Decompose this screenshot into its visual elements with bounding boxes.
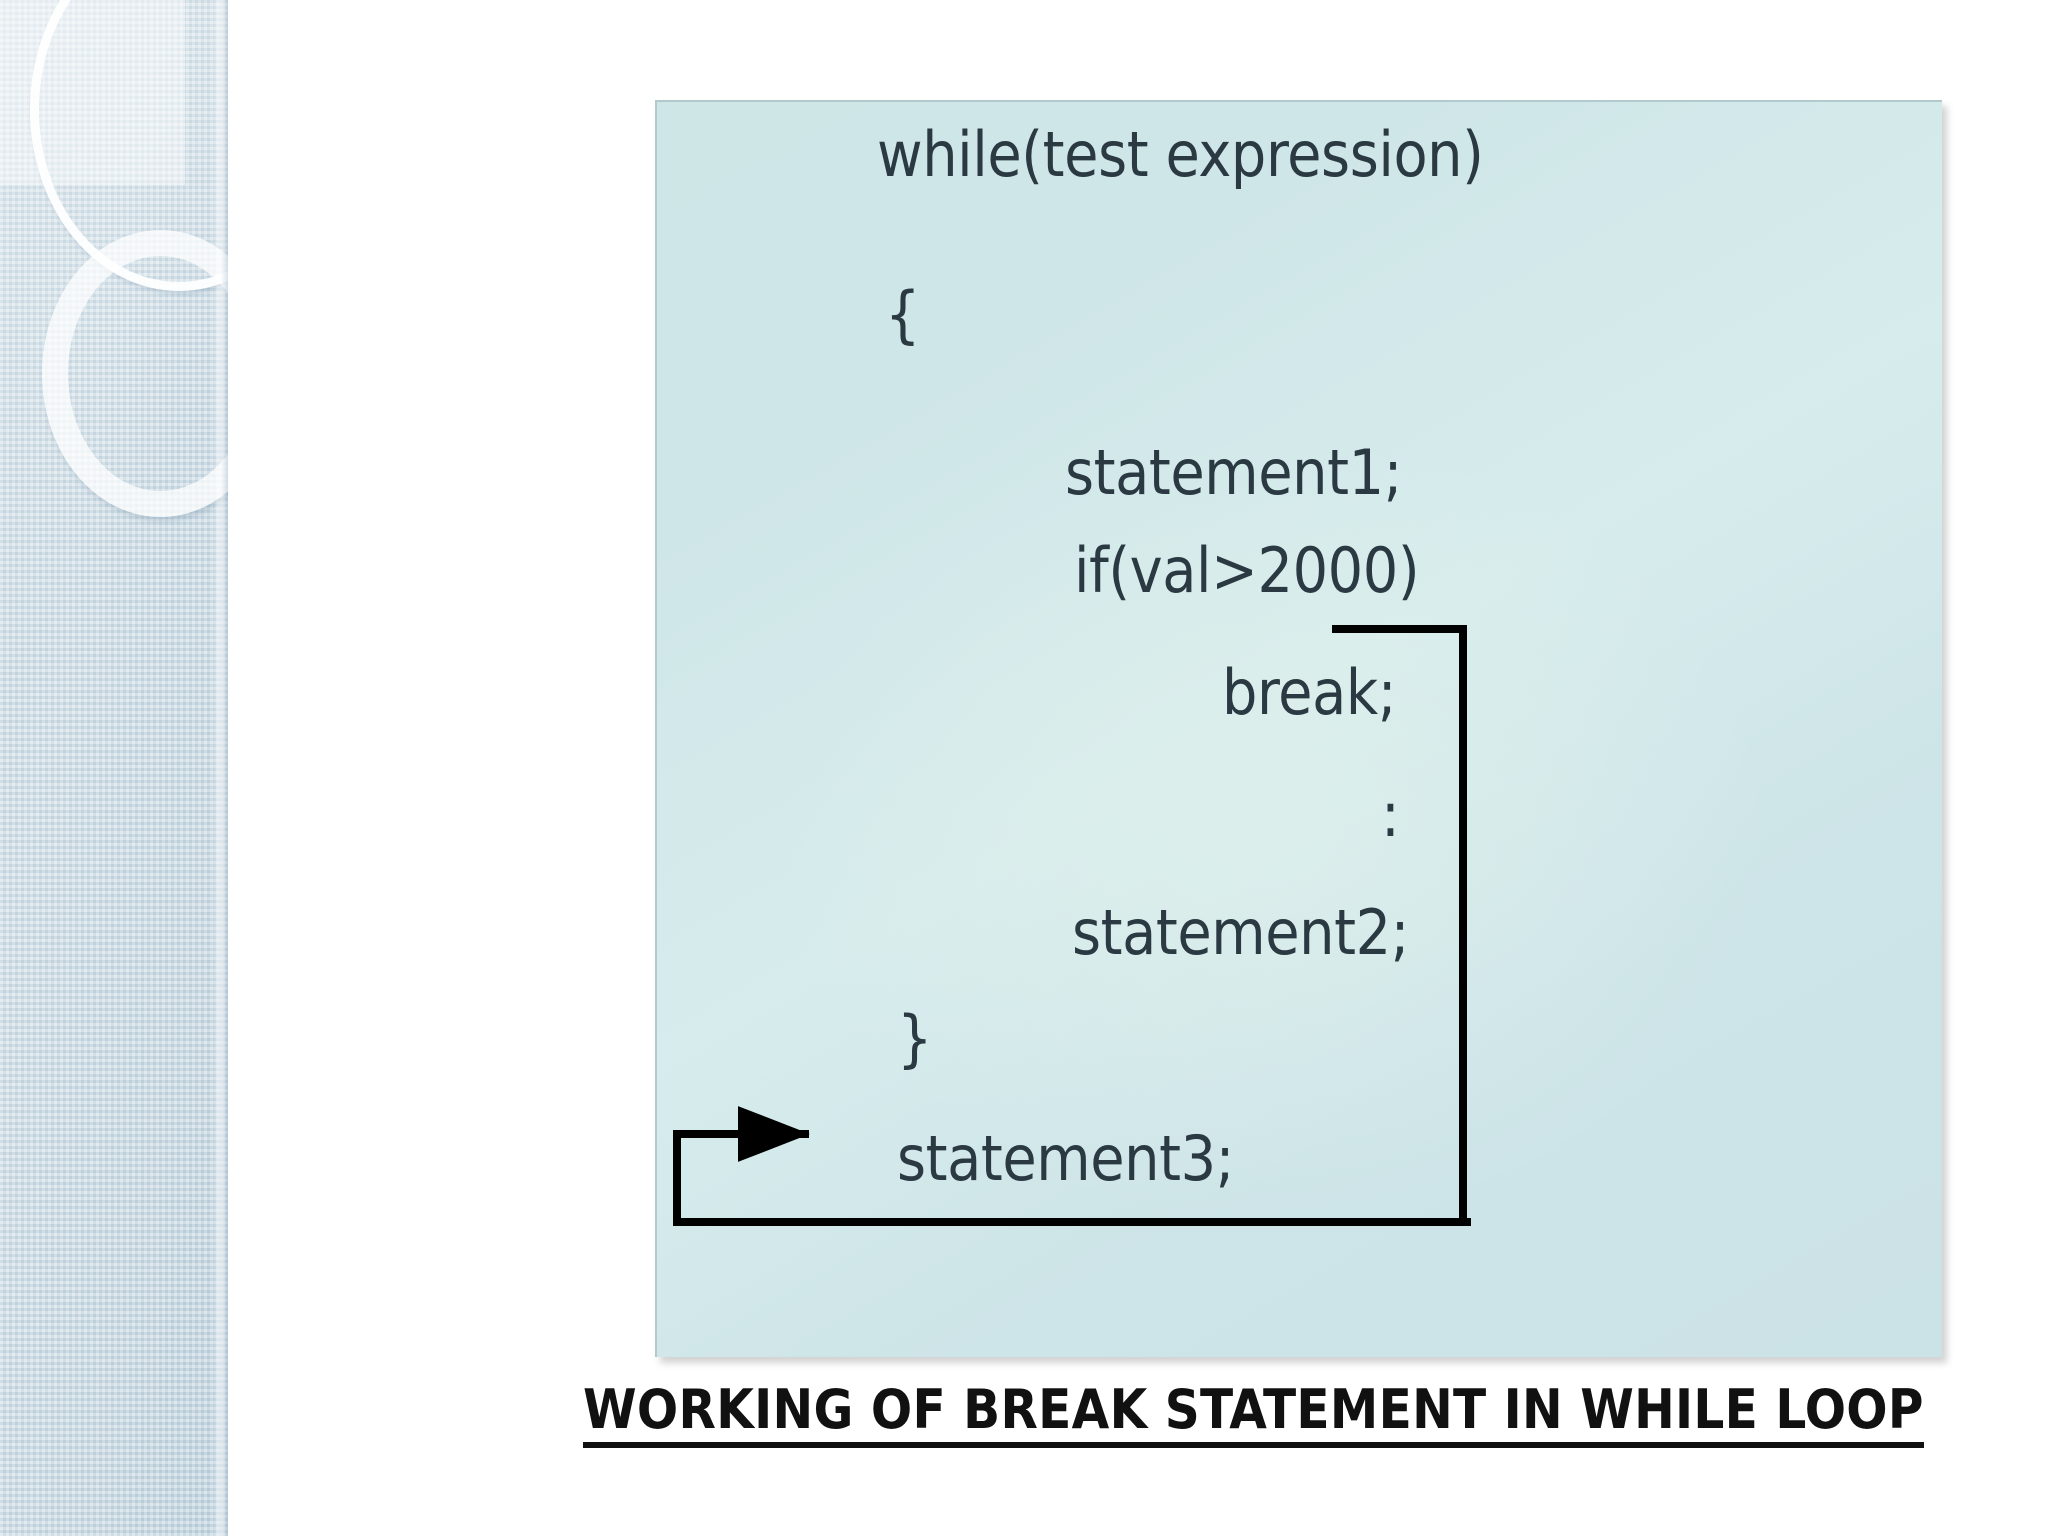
caption-underline — [583, 1442, 1924, 1448]
code-diagram-box: while(test expression) { statement1; if(… — [655, 100, 1942, 1357]
code-line-open-brace: { — [885, 278, 921, 351]
caption-text: WORKING OF BREAK STATEMENT IN WHILE LOOP — [583, 1378, 1924, 1441]
code-line-statement2: statement2; — [1072, 896, 1410, 969]
code-line-if: if(val>2000) — [1074, 534, 1420, 607]
code-line-statement3: statement3; — [897, 1122, 1235, 1195]
code-line-while: while(test expression) — [877, 118, 1484, 191]
slide-content: while(test expression) { statement1; if(… — [228, 0, 2048, 1536]
code-line-close-brace: } — [897, 1002, 933, 1075]
sidebar-right-edge — [212, 0, 228, 1536]
code-line-break: break; — [1222, 656, 1397, 729]
flow-arrow-overlay — [673, 625, 1471, 1226]
page-title: WORKING OF BREAK STATEMENT IN WHILE LOOP — [583, 1378, 1924, 1448]
code-line-ellipsis: : — [1381, 778, 1400, 851]
code-box-sheen — [657, 102, 1942, 1357]
code-line-statement1: statement1; — [1065, 436, 1403, 509]
sidebar-sheen — [0, 0, 228, 1536]
decorative-sidebar — [0, 0, 228, 1536]
